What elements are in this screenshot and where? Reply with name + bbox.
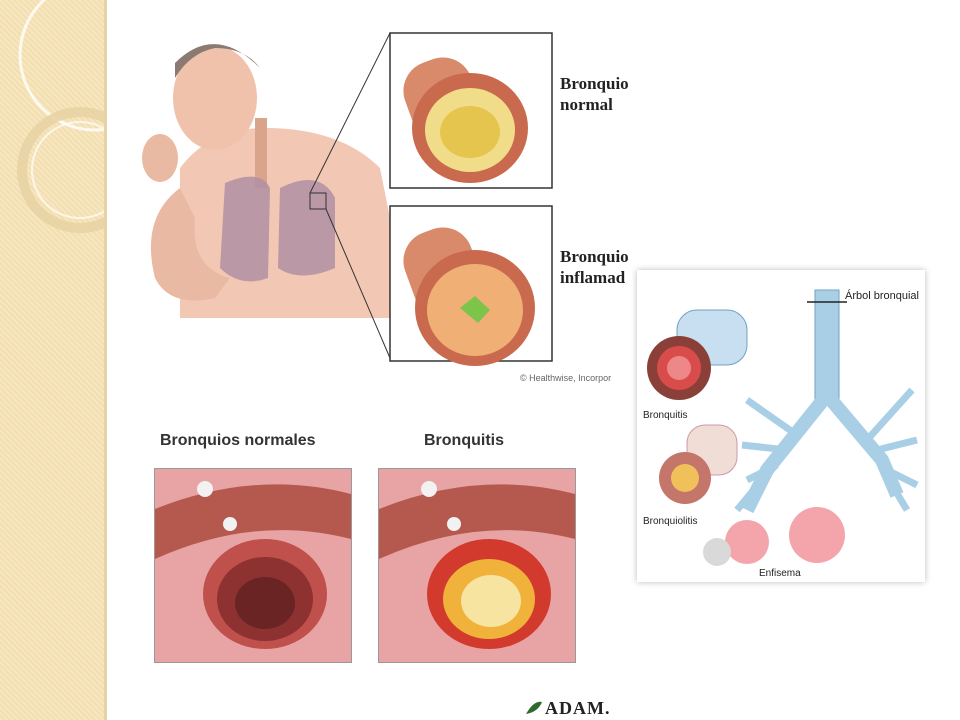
decorative-circles: [17, 0, 104, 233]
bronquiolitis-label: Bronquiolitis: [643, 516, 698, 527]
bronchial-tree-image: [647, 289, 919, 566]
normal-bronchus-label: Bronquio normal: [560, 74, 629, 114]
slide-sidebar: [0, 0, 107, 720]
bronquitis-label: Bronquitis: [643, 410, 688, 421]
inflamed-bronchus-label: Bronquio inflamad: [560, 247, 629, 287]
enfisema-label: Enfisema: [759, 568, 801, 579]
inflamed-bronchus-cross-section: [403, 227, 535, 366]
normal-bronchus-cross-section: [403, 57, 528, 183]
image-credit: © Healthwise, Incorpor: [520, 373, 612, 383]
bronchitis-image: [379, 481, 575, 649]
normal-bronchi-image: [155, 481, 351, 649]
adam-leaf-icon: [526, 701, 542, 714]
bronchitis-illustration: [378, 468, 576, 663]
normal-bronchi-illustration: [154, 468, 352, 663]
bronchial-tree-label: Árbol bronquial: [845, 290, 919, 302]
adam-logo: ADAM.: [545, 698, 611, 718]
normal-bronchi-title: Bronquios normales: [160, 432, 316, 449]
bronchus-comparison-illustration: Bronquio normal Bronquio inflamad © Heal…: [120, 18, 640, 400]
bronchitis-title: Bronquitis: [424, 432, 504, 449]
coughing-man-illustration: [142, 32, 553, 366]
bronchial-tree-diagram: Árbol bronquial Bronquitis Bronquiolitis…: [637, 270, 925, 582]
